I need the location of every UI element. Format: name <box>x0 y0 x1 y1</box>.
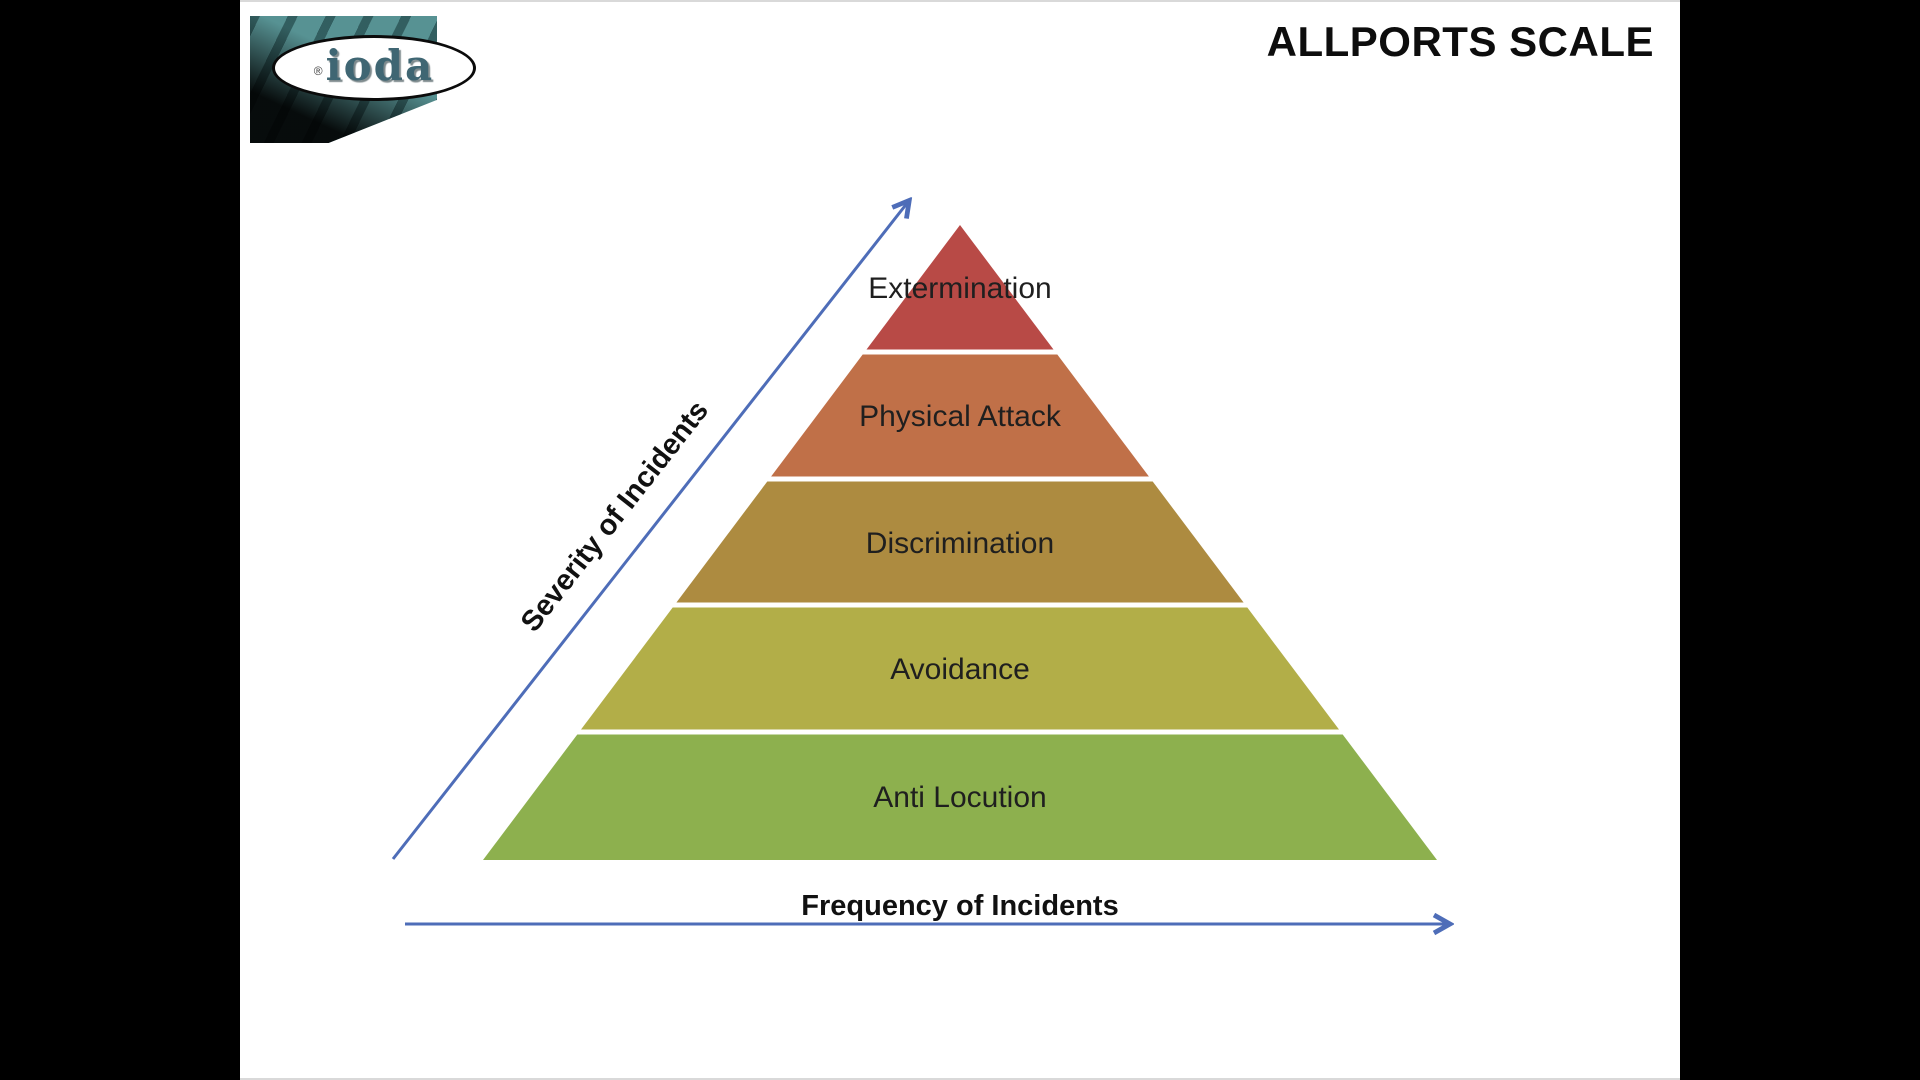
tier-label-avoidance: Avoidance <box>890 653 1030 686</box>
allports-pyramid-diagram: Extermination Physical Attack Discrimina… <box>391 2 1680 1080</box>
ioda-logo-text: ioda <box>325 41 435 90</box>
page-title: ALLPORTS SCALE <box>1266 18 1654 65</box>
ioda-logo: ® ioda <box>250 14 490 146</box>
slide: ® ioda ALLPORTS SCALE Extermination Phys… <box>240 0 1680 1080</box>
pyramid-tier-discrimination <box>676 481 1244 603</box>
tier-label-extermination: Extermination <box>868 272 1051 305</box>
severity-axis-arrow <box>391 202 908 860</box>
pyramid-tier-extermination <box>866 225 1054 350</box>
frequency-axis-label: Frequency of Incidents <box>801 890 1118 922</box>
tier-label-physical-attack: Physical Attack <box>859 400 1062 433</box>
pyramid-tier-anti-locution <box>483 734 1437 860</box>
ioda-logo-oval: ® ioda <box>272 35 476 101</box>
tier-label-anti-locution: Anti Locution <box>873 781 1046 814</box>
tier-label-discrimination: Discrimination <box>866 527 1054 560</box>
pyramid-tier-physical-attack <box>771 354 1149 477</box>
pyramid-tier-avoidance <box>581 607 1339 730</box>
registered-trademark-symbol: ® <box>313 64 323 78</box>
